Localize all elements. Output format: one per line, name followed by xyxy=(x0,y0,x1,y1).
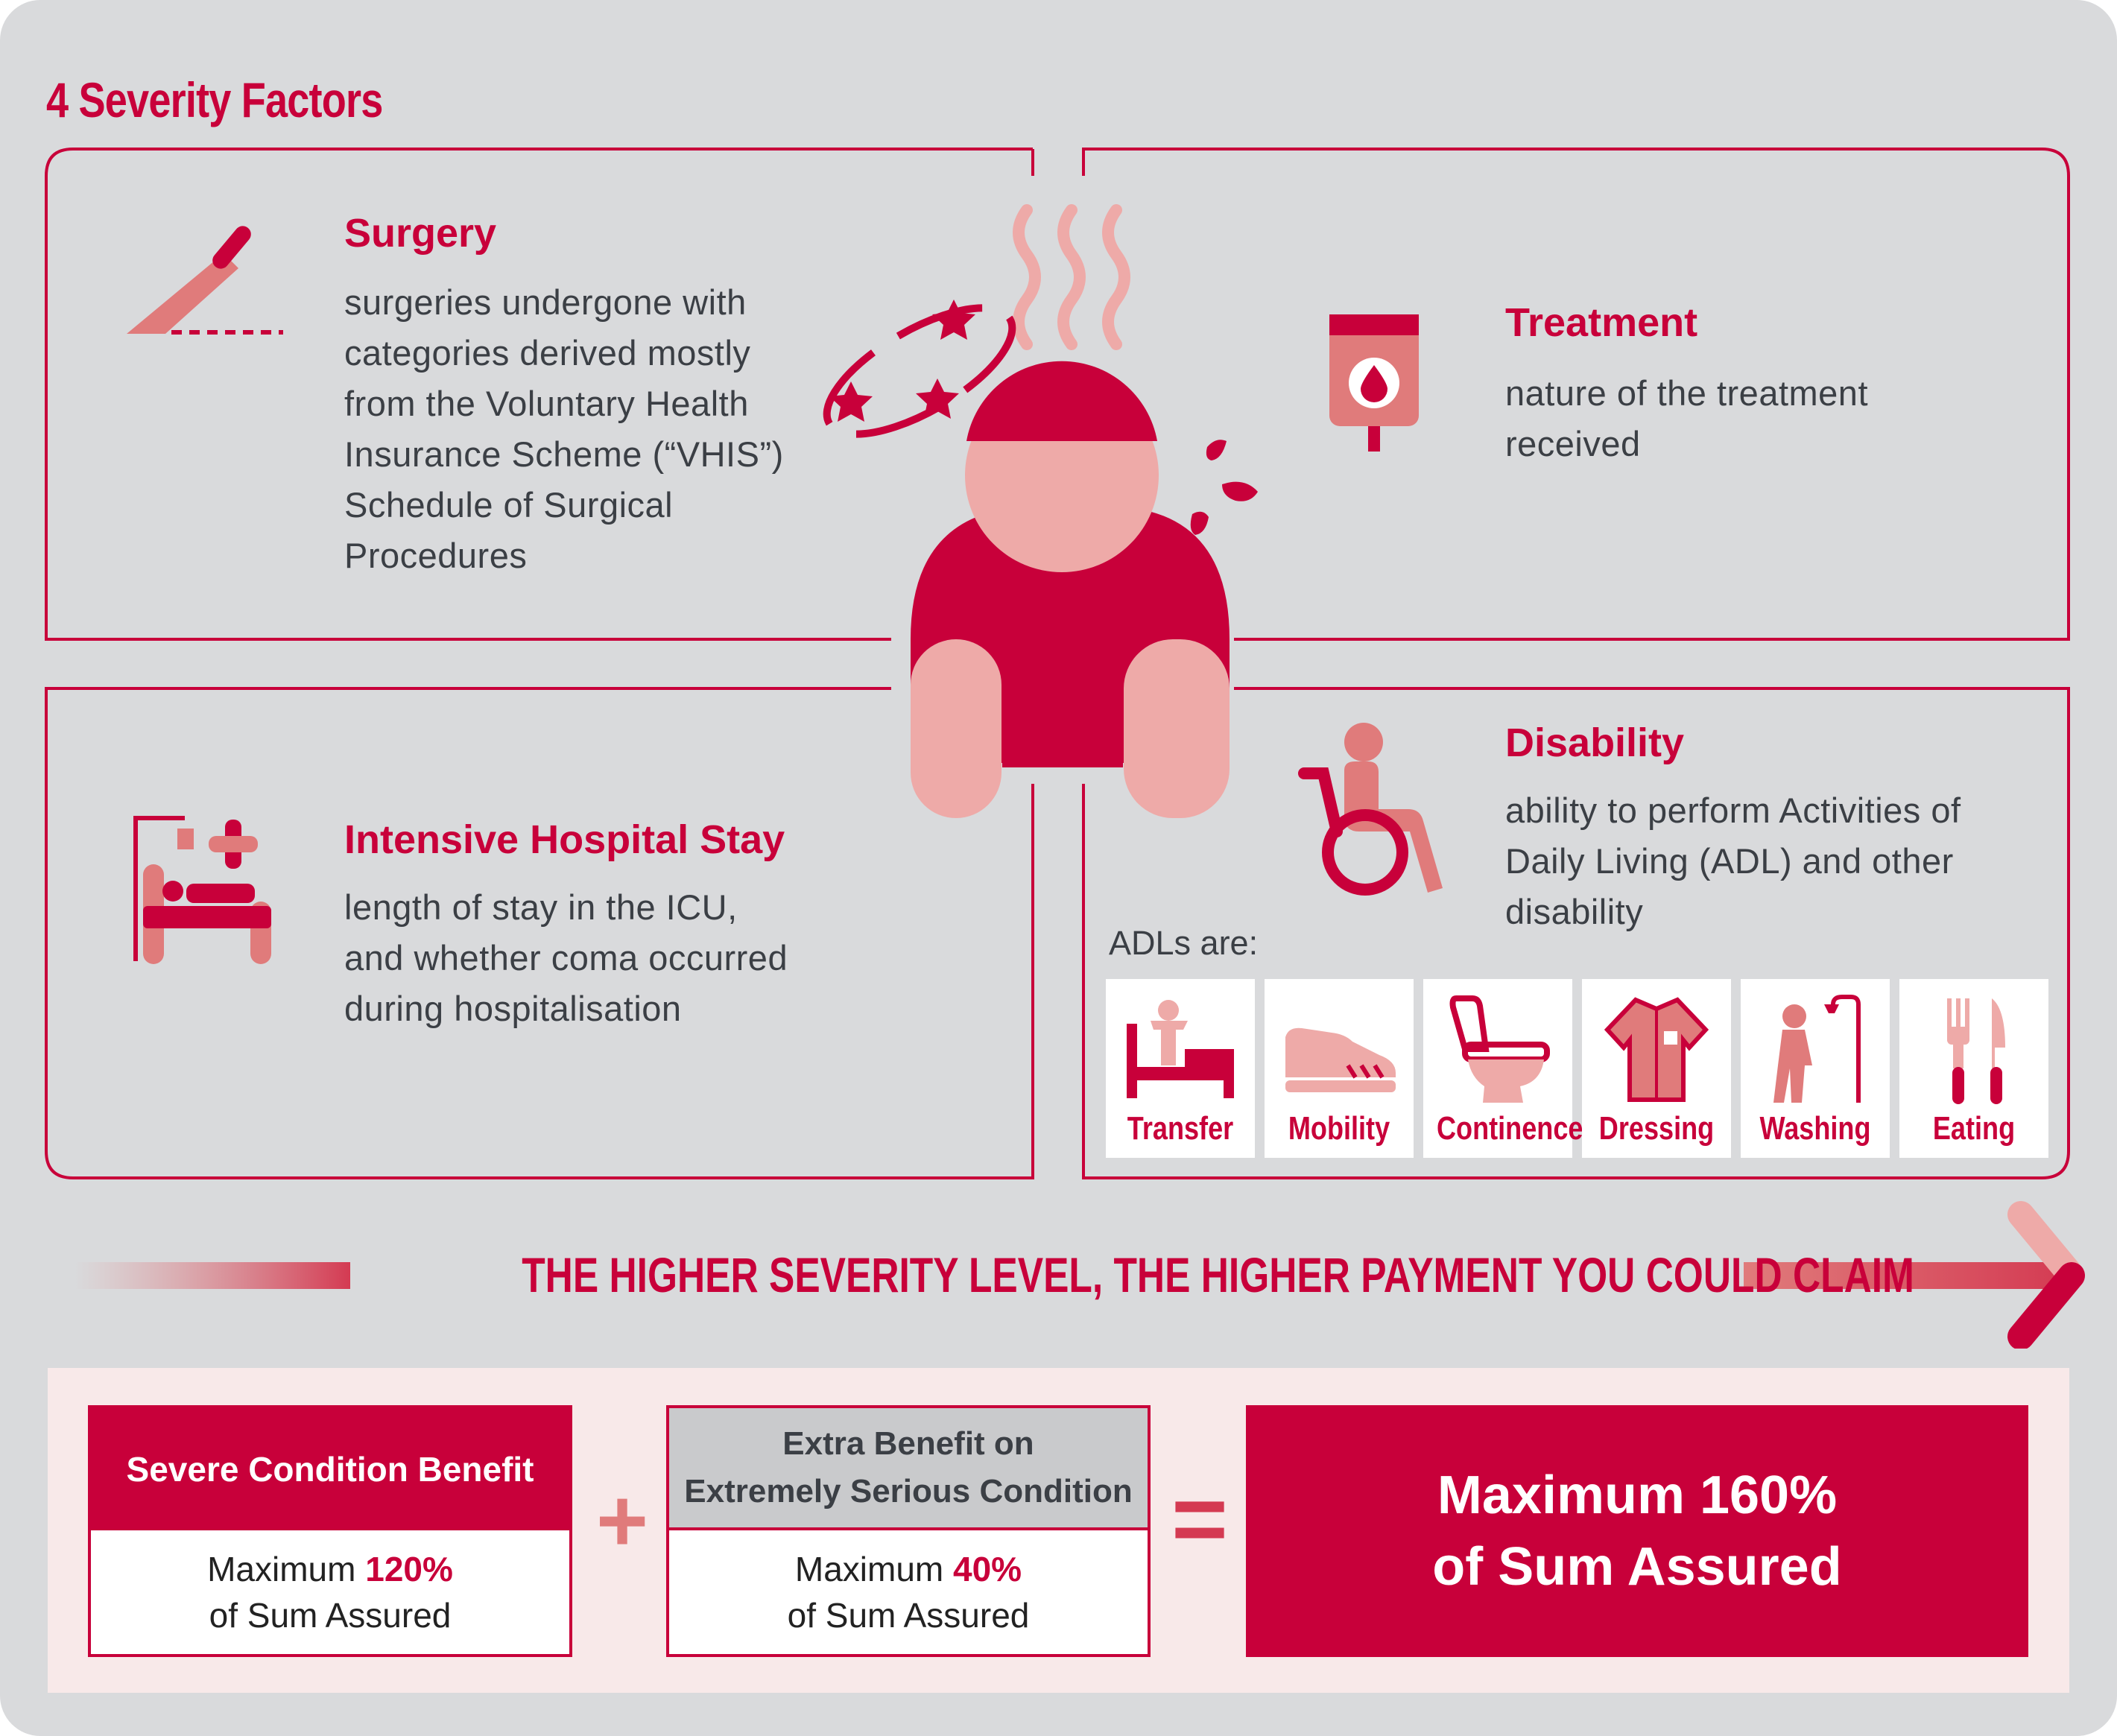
adl-card-washing: Washing xyxy=(1741,979,1890,1158)
severe-benefit-percent: 120% xyxy=(365,1550,453,1588)
hospital-line: and whether coma occurred xyxy=(344,938,788,978)
scalpel-icon xyxy=(127,226,283,335)
severe-benefit-prefix: Maximum xyxy=(207,1550,366,1588)
extra-benefit-box: Extra Benefit on Extremely Serious Condi… xyxy=(666,1405,1151,1657)
adl-label-dressing: Dressing xyxy=(1598,1110,1715,1147)
hospital-bed-icon xyxy=(133,816,271,964)
plus-sign: + xyxy=(595,1471,649,1571)
disability-description: ability to perform Activities of Daily L… xyxy=(1505,785,2057,937)
extra-benefit-percent: 40% xyxy=(953,1550,1022,1588)
adl-intro-label: ADLs are: xyxy=(1109,924,1259,962)
surgery-title: Surgery xyxy=(344,211,497,256)
extra-benefit-title-line: Extra Benefit on xyxy=(782,1425,1034,1462)
bed-transfer-icon xyxy=(1127,1000,1234,1098)
severe-benefit-amount: Maximum 120% of Sum Assured xyxy=(91,1530,569,1654)
hospital-stay-title: Intensive Hospital Stay xyxy=(344,817,785,862)
extra-benefit-title-line: Extremely Serious Condition xyxy=(684,1473,1133,1510)
adl-card-continence: Continence xyxy=(1423,979,1583,1158)
surgery-line: from the Voluntary Health xyxy=(344,384,749,423)
surgery-line: Insurance Scheme (“VHIS”) xyxy=(344,434,784,474)
shower-icon xyxy=(1773,995,1861,1103)
fork-knife-icon xyxy=(1947,998,2005,1104)
shirt-icon xyxy=(1604,997,1709,1102)
equals-sign: = xyxy=(1171,1464,1228,1573)
surgery-description: surgeries undergone with categories deri… xyxy=(344,277,851,581)
wheelchair-icon xyxy=(1298,723,1443,896)
surgery-line: surgeries undergone with xyxy=(344,282,747,322)
severe-benefit-suffix: of Sum Assured xyxy=(209,1596,452,1635)
page-title: 4 Severity Factors xyxy=(46,72,383,127)
toilet-icon xyxy=(1449,995,1550,1103)
disability-line: ability to perform Activities of xyxy=(1505,791,1961,830)
adl-label-mobility: Mobility xyxy=(1288,1110,1390,1147)
treatment-line: nature of the treatment xyxy=(1505,373,1869,413)
iv-bag-icon xyxy=(1329,314,1419,452)
adl-card-dressing: Dressing xyxy=(1582,979,1731,1158)
hospital-line: during hospitalisation xyxy=(344,989,682,1028)
disability-line: disability xyxy=(1505,892,1644,931)
disability-line: Daily Living (ADL) and other xyxy=(1505,841,1954,881)
extra-benefit-title: Extra Benefit on Extremely Serious Condi… xyxy=(669,1408,1148,1530)
maximum-total-benefit: Maximum 160% of Sum Assured xyxy=(1246,1405,2028,1657)
extra-benefit-amount: Maximum 40% of Sum Assured xyxy=(669,1530,1148,1654)
treatment-line: received xyxy=(1505,424,1641,463)
extra-benefit-prefix: Maximum xyxy=(794,1550,954,1588)
treatment-description: nature of the treatment received xyxy=(1505,368,2027,469)
shoe-icon xyxy=(1285,1027,1396,1092)
disability-title: Disability xyxy=(1505,720,1685,765)
adl-label-transfer: Transfer xyxy=(1127,1110,1234,1147)
hospital-line: length of stay in the ICU, xyxy=(344,887,738,927)
severe-condition-benefit-box: Severe Condition Benefit Maximum 120% of… xyxy=(88,1405,572,1657)
surgery-line: Procedures xyxy=(344,536,528,575)
injured-person-icon xyxy=(823,204,1258,818)
result-line: of Sum Assured xyxy=(1432,1537,1842,1597)
severity-banner-text: THE HIGHER SEVERITY LEVEL, THE HIGHER PA… xyxy=(522,1247,1914,1302)
surgery-line: categories derived mostly xyxy=(344,333,751,373)
surgery-line: Schedule of Surgical xyxy=(344,485,674,525)
treatment-title: Treatment xyxy=(1505,300,1698,345)
adl-label-eating: Eating xyxy=(1932,1110,2016,1147)
result-line: Maximum 160% xyxy=(1437,1466,1838,1525)
adl-label-continence: Continence xyxy=(1437,1110,1583,1147)
extra-benefit-suffix: of Sum Assured xyxy=(787,1596,1030,1635)
severity-arrow xyxy=(75,1201,2085,1349)
severe-benefit-title: Severe Condition Benefit xyxy=(91,1408,569,1530)
adl-card-mobility: Mobility xyxy=(1265,979,1414,1158)
adl-card-eating: Eating xyxy=(1899,979,2048,1158)
hospital-stay-description: length of stay in the ICU, and whether c… xyxy=(344,882,866,1034)
adl-card-transfer: Transfer xyxy=(1106,979,1255,1158)
adl-label-washing: Washing xyxy=(1759,1110,1871,1147)
